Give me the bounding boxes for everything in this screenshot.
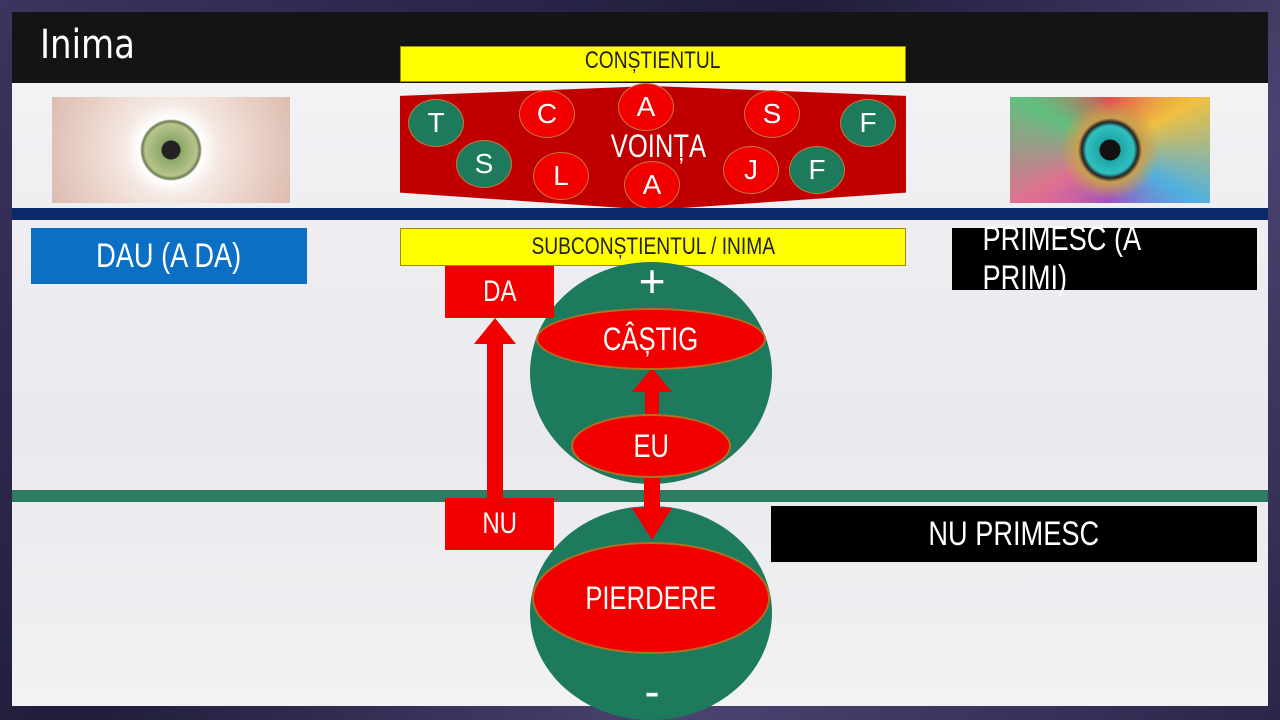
letter-circle: S	[456, 140, 512, 188]
letter-circle: A	[618, 83, 674, 131]
constient-label: CONȘTIENTUL	[400, 46, 906, 82]
letter-circle: T	[408, 99, 464, 147]
eye-image-left	[52, 97, 290, 203]
letter-circle: F	[840, 99, 896, 147]
plus-sign: +	[638, 255, 666, 307]
castig-ellipse: CÂȘTIG	[536, 308, 766, 370]
eu-ellipse: EU	[571, 414, 731, 478]
nu-primesc-label: NU PRIMESC	[771, 506, 1257, 562]
letter-circle: A	[624, 161, 680, 209]
da-box: DA	[445, 266, 554, 318]
divider-heart	[12, 490, 1268, 502]
letter-circle: L	[533, 152, 589, 200]
vointa-label: VOINȚA	[610, 128, 707, 164]
eye-image-right	[1010, 97, 1210, 203]
dau-label: DAU (A DA)	[31, 228, 307, 284]
primesc-label: PRIMESC (A PRIMI)	[952, 220, 1257, 297]
divider-conscious	[12, 208, 1268, 220]
letter-circle: F	[789, 146, 845, 194]
subconstient-text: SUBCONȘTIENTUL / INIMA	[531, 233, 775, 260]
letter-circle: C	[519, 90, 575, 138]
slide-title: Inima	[40, 22, 135, 68]
nu-box: NU	[445, 498, 554, 550]
subconstient-label: SUBCONȘTIENTUL / INIMA	[400, 228, 906, 266]
letter-circle: J	[723, 146, 779, 194]
minus-sign: -	[644, 665, 660, 717]
arrow-eu-to-pierdere	[632, 476, 672, 540]
arrow-nu-to-da	[474, 318, 516, 500]
arrow-eu-to-castig	[632, 368, 672, 416]
pierdere-ellipse: PIERDERE	[532, 542, 770, 654]
constient-text: CONȘTIENTUL	[585, 47, 721, 74]
letter-circle: S	[744, 90, 800, 138]
